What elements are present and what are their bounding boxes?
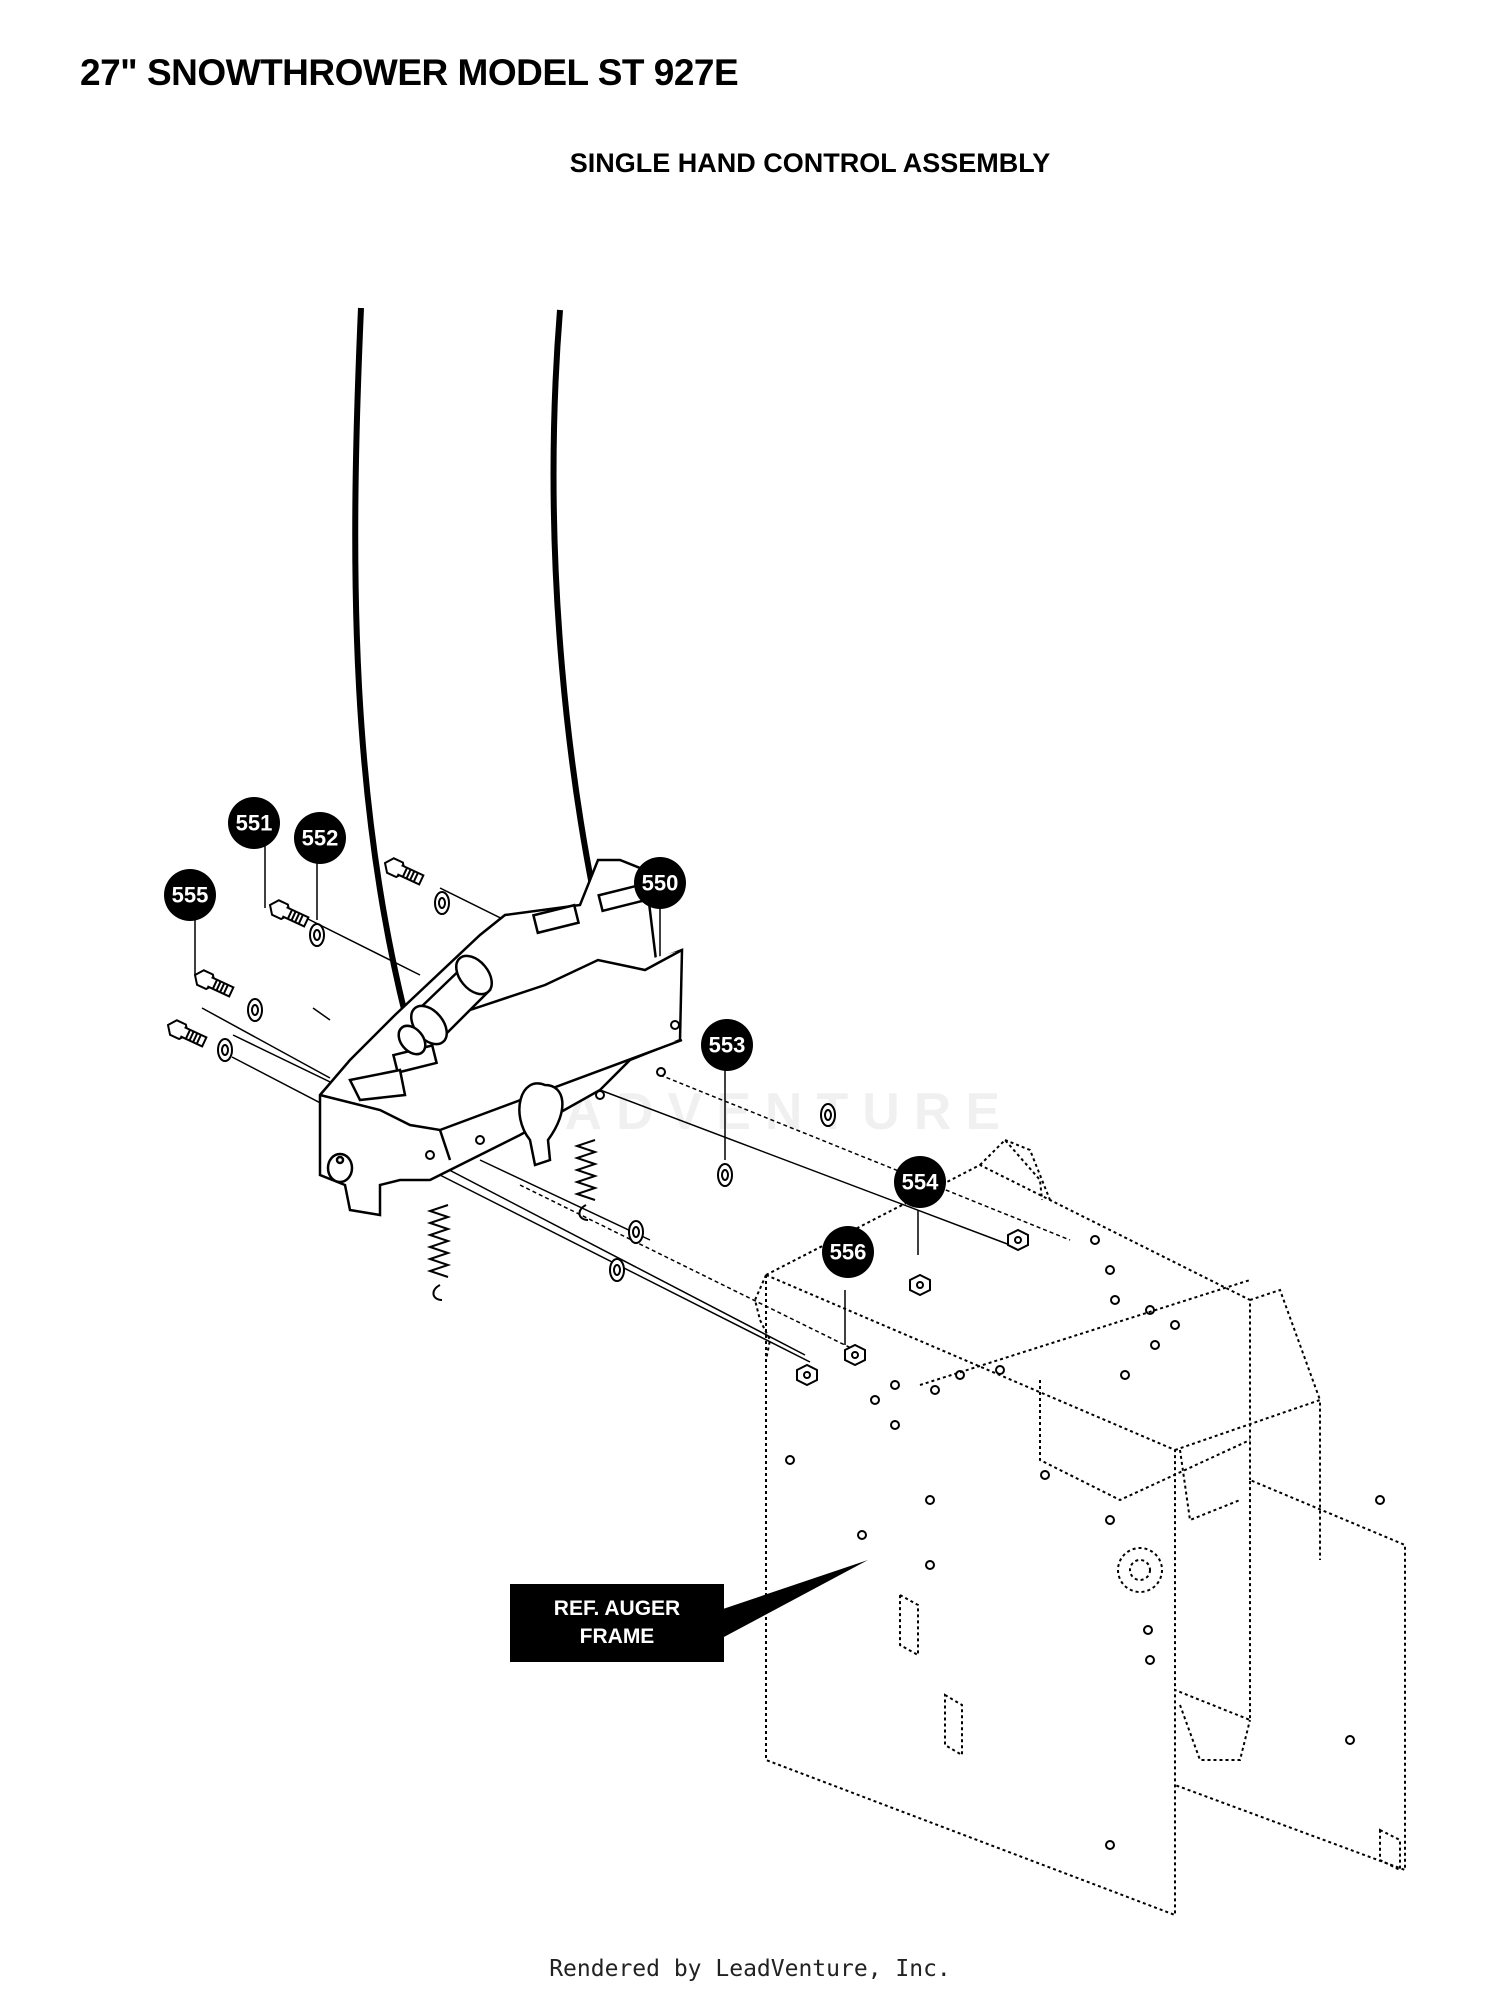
control-cable-left bbox=[352, 307, 421, 1063]
extension-spring-right bbox=[573, 1139, 599, 1221]
callout-553: 553 bbox=[709, 1033, 746, 1058]
extension-spring-left bbox=[426, 1204, 452, 1301]
callout-554: 554 bbox=[902, 1170, 939, 1195]
page-title: 27" SNOWTHROWER MODEL ST 927E bbox=[80, 52, 739, 93]
callout-bubble-552 bbox=[294, 812, 346, 864]
ref-auger-frame-label: REF. AUGER FRAME bbox=[510, 1584, 724, 1662]
callout-bubbles bbox=[164, 797, 946, 1278]
callout-bubble-553 bbox=[701, 1019, 753, 1071]
keyhole-slot bbox=[518, 1082, 564, 1167]
auger-frame-holes bbox=[785, 1235, 1385, 1850]
callout-bubble-554 bbox=[894, 1156, 946, 1208]
footer-credit: Rendered by LeadVenture, Inc. bbox=[549, 1956, 951, 1982]
washers bbox=[217, 891, 836, 1282]
hex-nuts bbox=[796, 1228, 1029, 1387]
control-bracket bbox=[318, 858, 684, 1217]
callout-551: 551 bbox=[236, 811, 273, 836]
callout-556: 556 bbox=[830, 1240, 867, 1265]
bracket-holes bbox=[425, 1020, 680, 1160]
callout-bubble-550 bbox=[634, 857, 686, 909]
control-cable-right bbox=[550, 309, 609, 951]
assembly-subtitle: SINGLE HAND CONTROL ASSEMBLY bbox=[569, 148, 1051, 178]
callout-552: 552 bbox=[302, 826, 339, 851]
callout-bubble-556 bbox=[822, 1226, 874, 1278]
interlock-cylinder bbox=[397, 954, 493, 1056]
hex-bolts bbox=[166, 857, 425, 1048]
leader-lines bbox=[194, 843, 1071, 1363]
callout-bubble-551 bbox=[228, 797, 280, 849]
ref-pointer bbox=[720, 1560, 868, 1638]
callout-550: 550 bbox=[642, 871, 679, 896]
callout-bubble-555 bbox=[164, 869, 216, 921]
callout-555: 555 bbox=[172, 883, 209, 908]
auger-frame bbox=[753, 1138, 1406, 1917]
